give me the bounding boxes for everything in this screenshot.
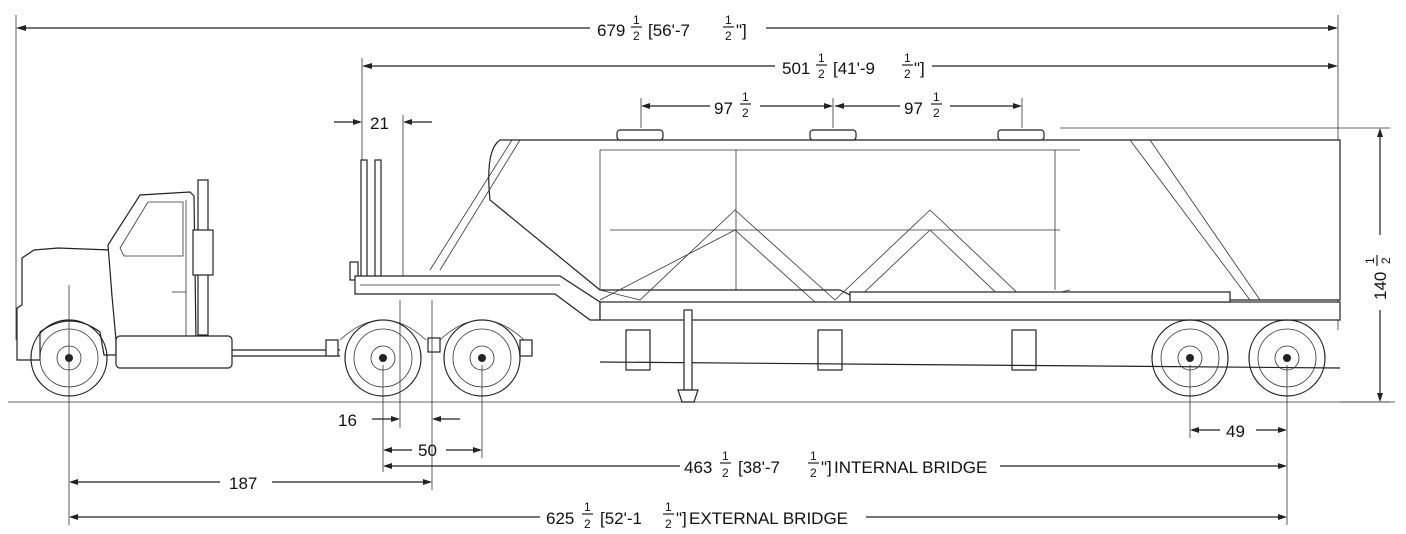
hatch-spacing-2-frac-den: 2 xyxy=(933,106,940,120)
external-bridge-bracket-prefix: [52'-1 xyxy=(600,509,642,528)
height-frac-den: 2 xyxy=(1379,257,1393,264)
external-bridge-bracket-frac-num: 1 xyxy=(665,500,672,514)
internal-bridge-dimension: 463 1 2 [38'-7 1 2 "] INTERNAL BRIDGE xyxy=(383,449,1287,480)
trailer-length-frac-den: 2 xyxy=(818,67,825,81)
overall-length-bracket-suffix: "] xyxy=(736,21,747,40)
overall-length-bracket-prefix: [56'-7 xyxy=(648,21,690,40)
trailer-length-bracket-prefix: [41'-9 xyxy=(833,59,875,78)
internal-bridge-bracket-suffix: "] xyxy=(821,458,832,477)
overall-length-dimension: 679 1 2 [56'-7 1 2 "] xyxy=(15,13,1339,340)
external-bridge-dimension: 625 1 2 [52'-1 1 2 "] EXTERNAL BRIDGE xyxy=(69,500,1287,531)
hatch-spacing-1-frac-num: 1 xyxy=(742,90,749,104)
external-bridge-label: EXTERNAL BRIDGE xyxy=(689,509,848,528)
internal-bridge-whole: 463 xyxy=(684,458,712,477)
kingpin-offset-value: 21 xyxy=(370,114,389,133)
overall-length-bracket-frac-den: 2 xyxy=(725,29,732,43)
trailer-length-bracket-suffix: "] xyxy=(914,59,925,78)
tractor-axle-spread-value: 50 xyxy=(418,441,437,460)
internal-bridge-frac-den: 2 xyxy=(722,466,729,480)
overall-length-frac-den: 2 xyxy=(633,29,640,43)
tractor-wheelbase-dimension: 187 xyxy=(68,285,432,525)
trailer-length-whole: 501 xyxy=(782,59,810,78)
internal-bridge-label: INTERNAL BRIDGE xyxy=(834,458,987,477)
trailer-length-bracket-frac-num: 1 xyxy=(904,51,911,65)
fifth-wheel-offset-dimension: 16 xyxy=(338,300,460,490)
hatch-spacing-dimensions: 97 1 2 97 1 2 xyxy=(640,90,1023,128)
hatch-spacing-2-frac-num: 1 xyxy=(933,90,940,104)
internal-bridge-frac-num: 1 xyxy=(722,449,729,463)
internal-bridge-bracket-prefix: [38'-7 xyxy=(738,458,780,477)
external-bridge-frac-num: 1 xyxy=(584,500,591,514)
overall-length-whole: 679 xyxy=(597,21,625,40)
external-bridge-whole: 625 xyxy=(546,509,574,528)
height-whole: 140 xyxy=(1371,272,1390,300)
overall-length-bracket-frac-num: 1 xyxy=(725,13,732,27)
internal-bridge-bracket-frac-num: 1 xyxy=(810,449,817,463)
external-bridge-bracket-suffix: "] xyxy=(676,509,687,528)
pneumatic-tank-trailer xyxy=(354,129,1341,403)
height-frac-num: 1 xyxy=(1363,257,1377,264)
tractor-axle-spread-dimension: 50 xyxy=(383,365,483,460)
trailer-length-bracket-frac-den: 2 xyxy=(904,67,911,81)
overall-length-frac-num: 1 xyxy=(633,13,640,27)
internal-bridge-bracket-frac-den: 2 xyxy=(810,466,817,480)
hatch-spacing-2-whole: 97 xyxy=(904,99,923,118)
fifth-wheel-offset-value: 16 xyxy=(338,411,357,430)
tractor-wheelbase-value: 187 xyxy=(229,474,257,493)
kingpin-offset-dimension: 21 xyxy=(334,114,432,280)
trailer-axle-spread-dimension: 49 xyxy=(1189,365,1288,525)
hatch-spacing-1-whole: 97 xyxy=(714,99,733,118)
hatch-spacing-1-frac-den: 2 xyxy=(742,106,749,120)
trailer-axle-spread-value: 49 xyxy=(1226,422,1245,441)
external-bridge-frac-den: 2 xyxy=(584,517,591,531)
trailer-length-frac-num: 1 xyxy=(818,51,825,65)
external-bridge-bracket-frac-den: 2 xyxy=(665,517,672,531)
